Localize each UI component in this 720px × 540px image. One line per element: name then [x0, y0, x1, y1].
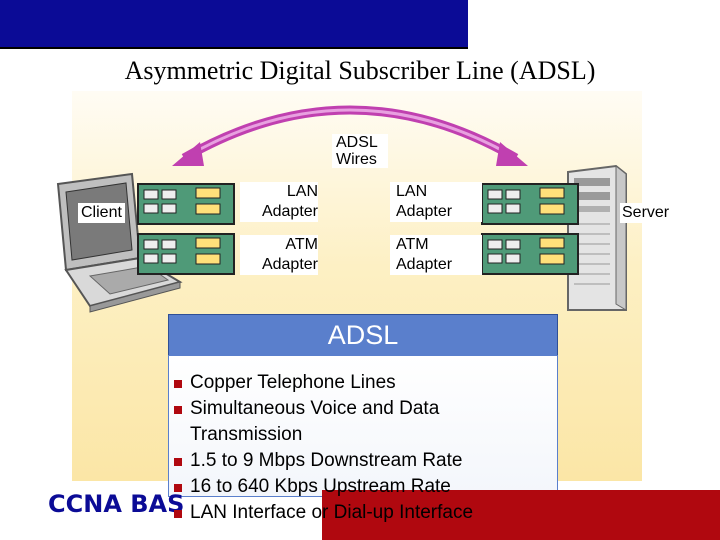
client-label: Client — [78, 203, 125, 223]
left-atm-line2: Adapter — [261, 256, 318, 273]
footer-course-label: CCNA BAS — [48, 490, 185, 518]
list-item: Copper Telephone Lines — [172, 370, 473, 396]
list-item: Simultaneous Voice and Data — [172, 396, 473, 422]
network-card-icon — [137, 233, 235, 275]
bullet-icon — [174, 484, 182, 492]
right-atm-line2: Adapter — [396, 256, 453, 273]
adsl-features-box — [168, 355, 558, 497]
wires-label-line1: ADSL — [336, 134, 378, 151]
double-arrow-icon — [172, 105, 528, 166]
right-atm-line1: ATM — [396, 236, 429, 253]
right-lan-line2: Adapter — [396, 203, 453, 220]
left-lan-line2: Adapter — [261, 203, 318, 220]
footer-red-bar — [322, 490, 720, 540]
list-item: LAN Interface or Dial-up Interface — [172, 500, 473, 526]
server-icon — [567, 164, 627, 311]
list-item: 1.5 to 9 Mbps Downstream Rate — [172, 448, 473, 474]
left-lan-line1: LAN — [286, 183, 318, 200]
left-atm-line1: ATM — [285, 236, 318, 253]
list-item: Transmission — [190, 424, 303, 445]
slide-title: Asymmetric Digital Subscriber Line (ADSL… — [124, 56, 596, 85]
adsl-feature-list: Copper Telephone Lines Simultaneous Voic… — [172, 370, 473, 526]
adsl-header-box: ADSL — [168, 314, 558, 356]
network-card-icon — [481, 233, 579, 275]
adsl-wires-label: ADSL Wires — [332, 134, 388, 168]
right-lan-adapter-label: LAN Adapter — [390, 182, 482, 222]
left-atm-adapter-label: ATM Adapter — [240, 235, 318, 275]
network-card-icon — [481, 183, 579, 225]
bullet-icon — [174, 380, 182, 388]
bullet-icon — [174, 458, 182, 466]
list-item: 16 to 640 Kbps Upstream Rate — [172, 474, 473, 500]
right-lan-line1: LAN — [396, 183, 428, 200]
network-card-icon — [137, 183, 235, 225]
bullet-icon — [174, 406, 182, 414]
right-atm-adapter-label: ATM Adapter — [390, 235, 482, 275]
left-lan-adapter-label: LAN Adapter — [240, 182, 318, 222]
top-title-bar — [0, 0, 468, 49]
server-label: Server — [620, 203, 672, 223]
wires-label-line2: Wires — [336, 151, 377, 168]
bullet-icon — [174, 510, 182, 518]
